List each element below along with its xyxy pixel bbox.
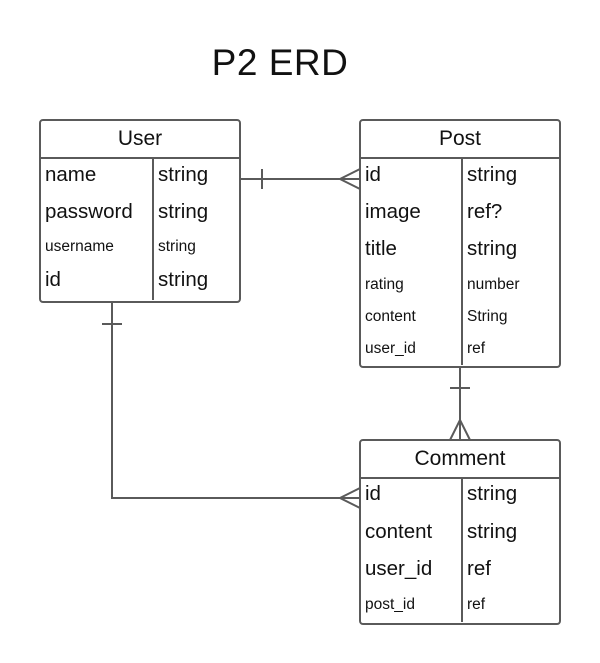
rel-post-comment-crowfoot bbox=[449, 417, 471, 441]
field-row: password string bbox=[41, 196, 239, 233]
field-row: id string bbox=[361, 159, 559, 196]
entity-comment-fields: id string content string user_id ref pos… bbox=[361, 479, 559, 622]
field-name: name bbox=[45, 163, 97, 186]
field-type: string bbox=[467, 520, 518, 543]
field-type: string bbox=[467, 482, 518, 505]
field-type: ref bbox=[467, 340, 486, 357]
field-name: id bbox=[365, 163, 381, 186]
rel-user-post-crowfoot bbox=[337, 168, 361, 190]
field-name: rating bbox=[365, 276, 404, 293]
field-name: user_id bbox=[365, 557, 433, 580]
field-row: name string bbox=[41, 159, 239, 196]
field-name: content bbox=[365, 308, 416, 325]
entity-post-title: Post bbox=[361, 121, 559, 159]
entity-post[interactable]: Post id string image ref? title string r… bbox=[359, 119, 561, 368]
diagram-title: P2 ERD bbox=[211, 42, 349, 83]
entity-user-fields: name string password string username str… bbox=[41, 159, 239, 300]
field-type: string bbox=[467, 163, 518, 186]
field-row: user_id ref bbox=[361, 553, 559, 590]
field-type: string bbox=[467, 237, 518, 260]
field-type: String bbox=[467, 308, 508, 325]
field-row: image ref? bbox=[361, 196, 559, 233]
field-name: user_id bbox=[365, 340, 416, 357]
field-name: title bbox=[365, 237, 397, 260]
entity-user[interactable]: User name string password string usernam… bbox=[39, 119, 241, 303]
entity-comment[interactable]: Comment id string content string user_id… bbox=[359, 439, 561, 625]
field-name: id bbox=[45, 268, 61, 291]
field-name: image bbox=[365, 200, 421, 223]
field-row: content string bbox=[361, 516, 559, 553]
field-name: password bbox=[45, 200, 133, 223]
field-row: id string bbox=[361, 479, 559, 516]
field-name: username bbox=[45, 238, 114, 255]
field-name: id bbox=[365, 482, 381, 505]
field-type: ref bbox=[467, 596, 486, 613]
field-type: string bbox=[158, 163, 209, 186]
field-type: ref bbox=[467, 557, 491, 580]
field-type: string bbox=[158, 238, 196, 255]
field-row: rating number bbox=[361, 270, 559, 302]
field-row: id string bbox=[41, 264, 239, 300]
field-row: username string bbox=[41, 233, 239, 264]
entity-post-fields: id string image ref? title string rating… bbox=[361, 159, 559, 365]
field-type: number bbox=[467, 276, 520, 293]
entity-comment-title: Comment bbox=[361, 441, 559, 479]
field-name: content bbox=[365, 520, 433, 543]
field-name: post_id bbox=[365, 596, 415, 613]
field-row: user_id ref bbox=[361, 334, 559, 365]
rel-user-comment-crowfoot bbox=[337, 487, 361, 509]
field-row: content String bbox=[361, 302, 559, 334]
field-type: string bbox=[158, 268, 209, 291]
field-type: ref? bbox=[467, 200, 503, 223]
field-row: title string bbox=[361, 233, 559, 270]
rel-user-comment-line bbox=[111, 302, 360, 499]
entity-user-title: User bbox=[41, 121, 239, 159]
field-type: string bbox=[158, 200, 209, 223]
field-row: post_id ref bbox=[361, 590, 559, 622]
